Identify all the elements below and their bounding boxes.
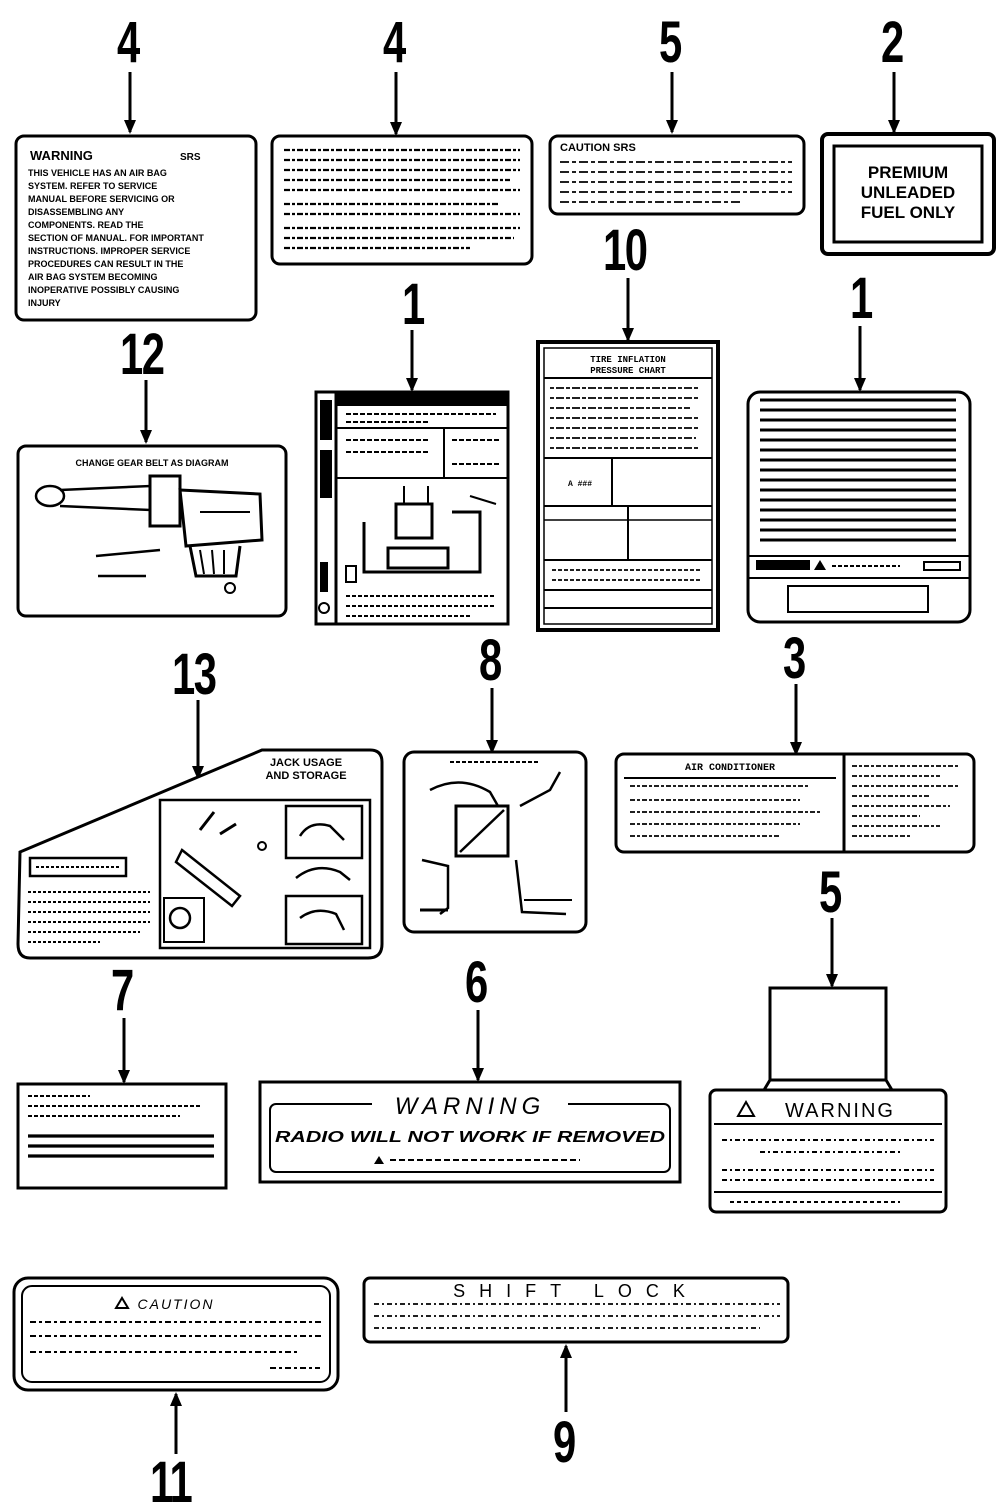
label-tire-pressure: TIRE INFLATION PRESSURE CHART A ###	[536, 340, 720, 632]
svg-text:MANUAL BEFORE SERVICING OR: MANUAL BEFORE SERVICING OR	[28, 194, 175, 204]
svg-text:THIS VEHICLE HAS AN AIR BAG: THIS VEHICLE HAS AN AIR BAG	[28, 168, 167, 178]
warning-airbag-title: WARNING	[30, 148, 93, 163]
svg-text:INSTRUCTIONS. IMPROPER SERVICE: INSTRUCTIONS. IMPROPER SERVICE	[28, 246, 190, 256]
svg-text:INOPERATIVE POSSIBLY CAUSING: INOPERATIVE POSSIBLY CAUSING	[28, 285, 179, 295]
label-emission-schematic	[314, 390, 510, 626]
svg-text:WARNING: WARNING	[395, 1093, 546, 1120]
svg-text:TIRE INFLATION: TIRE INFLATION	[590, 355, 666, 365]
svg-text:INJURY: INJURY	[28, 298, 61, 308]
callout-10: 10	[603, 218, 648, 283]
label-warning-airbag: WARNING SRS THIS VEHICLE HAS AN AIR BAG …	[14, 134, 258, 322]
label-small-text	[16, 1082, 228, 1190]
svg-text:COMPONENTS. READ THE: COMPONENTS. READ THE	[28, 220, 144, 230]
svg-text:WARNING: WARNING	[785, 1100, 895, 1122]
label-radio-warning: WARNING RADIO WILL NOT WORK IF REMOVED	[258, 1080, 682, 1184]
svg-text:AND STORAGE: AND STORAGE	[265, 770, 346, 782]
svg-text:FUEL ONLY: FUEL ONLY	[861, 203, 956, 222]
svg-text:CHANGE GEAR BELT AS DIAGRAM: CHANGE GEAR BELT AS DIAGRAM	[76, 458, 229, 468]
label-warning-tab: WARNING	[708, 986, 948, 1214]
svg-text:PROCEDURES CAN RESULT IN THE: PROCEDURES CAN RESULT IN THE	[28, 259, 183, 269]
svg-text:A ###: A ###	[568, 480, 592, 489]
callout-6: 6	[465, 950, 488, 1015]
callout-3: 3	[783, 626, 806, 691]
callout-1-right: 1	[850, 266, 873, 331]
callout-5-bottom: 5	[819, 860, 842, 925]
label-srs-text	[270, 134, 534, 266]
svg-text:RADIO WILL NOT WORK IF REMOVED: RADIO WILL NOT WORK IF REMOVED	[275, 1129, 666, 1146]
svg-text:DISASSEMBLING ANY: DISASSEMBLING ANY	[28, 207, 124, 217]
callout-9: 9	[553, 1410, 576, 1475]
svg-text:PREMIUM: PREMIUM	[868, 163, 948, 182]
svg-text:SECTION OF MANUAL. FOR IMPORTA: SECTION OF MANUAL. FOR IMPORTANT	[28, 233, 204, 243]
callout-5-top: 5	[659, 10, 682, 75]
label-caution-srs: CAUTION SRS	[548, 134, 806, 216]
callout-8: 8	[479, 628, 502, 693]
callout-13: 13	[172, 642, 217, 707]
label-caution: CAUTION	[12, 1276, 340, 1392]
label-vacuum-routing	[402, 750, 588, 934]
svg-text:CAUTION: CAUTION	[138, 1296, 215, 1312]
callout-7: 7	[111, 958, 134, 1023]
svg-text:SRS: SRS	[180, 152, 201, 163]
callout-11: 11	[150, 1450, 193, 1508]
svg-text:JACK USAGE: JACK USAGE	[270, 757, 342, 769]
svg-text:AIR BAG SYSTEM BECOMING: AIR BAG SYSTEM BECOMING	[28, 272, 158, 282]
callout-1-left: 1	[402, 272, 425, 337]
label-air-conditioner: AIR CONDITIONER	[614, 752, 976, 854]
svg-text:SHIFT LOCK: SHIFT LOCK	[453, 1281, 699, 1301]
label-shift-lock: SHIFT LOCK	[362, 1276, 790, 1344]
caution-srs-title: CAUTION SRS	[560, 142, 636, 154]
leader-arrows	[118, 72, 900, 1454]
svg-text:AIR CONDITIONER: AIR CONDITIONER	[685, 763, 775, 774]
callout-4-center: 4	[383, 10, 406, 75]
svg-text:UNLEADED: UNLEADED	[861, 183, 955, 202]
label-emission-text	[746, 390, 972, 624]
svg-text:PRESSURE CHART: PRESSURE CHART	[590, 366, 666, 376]
svg-text:SYSTEM. REFER TO SERVICE: SYSTEM. REFER TO SERVICE	[28, 181, 157, 191]
label-jack-usage: JACK USAGE AND STORAGE	[16, 748, 384, 960]
label-premium-fuel: PREMIUM UNLEADED FUEL ONLY	[820, 132, 996, 256]
callout-4-left: 4	[117, 10, 140, 75]
label-belt-diagram: CHANGE GEAR BELT AS DIAGRAM	[16, 444, 288, 618]
warning-airbag-body: THIS VEHICLE HAS AN AIR BAG SYSTEM. REFE…	[28, 168, 204, 308]
callout-12: 12	[120, 322, 165, 387]
callout-2: 2	[881, 10, 904, 75]
